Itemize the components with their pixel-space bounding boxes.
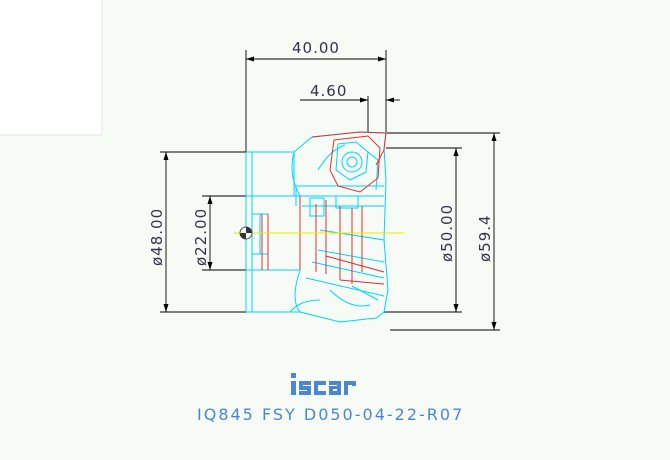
- drawing-sheet-left: [0, 135, 102, 460]
- dimension-diameter-48-label: ø48.00: [148, 208, 166, 266]
- tool-body-outline: [245, 131, 389, 323]
- dimension-diameter-50-label: ø50.00: [438, 204, 456, 262]
- dimension-diameter-22-label: ø22.00: [192, 208, 210, 266]
- part-number-caption: IQ845 FSY D050-04-22-R07: [197, 405, 464, 424]
- center-mark-icon: [239, 226, 253, 240]
- dimension-diameter-59-label: ø59.4: [476, 214, 494, 262]
- dimension-length-label: 40.00: [292, 39, 340, 57]
- dimension-offset-label: 4.60: [310, 82, 347, 100]
- dimension-arrowheads: [163, 56, 497, 330]
- iscar-logo-icon: iscar: [291, 373, 356, 395]
